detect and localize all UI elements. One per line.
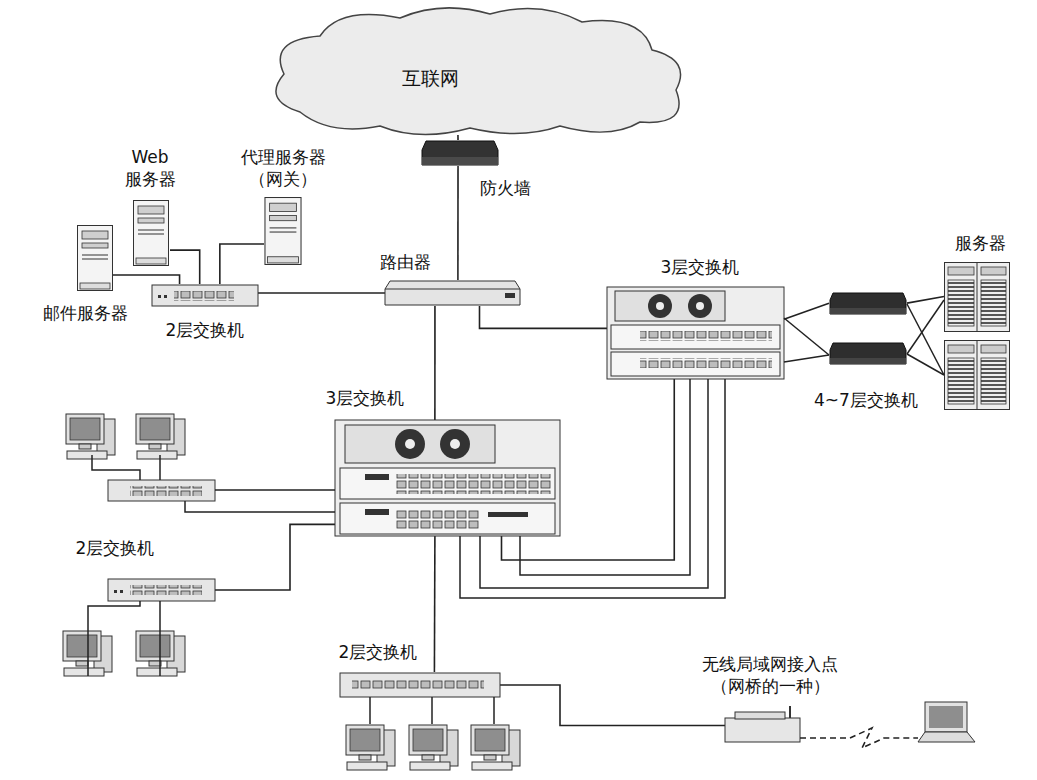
- node-label: 防火墙: [478, 177, 533, 199]
- l3-switch-icon: [335, 420, 560, 536]
- network-cable: [480, 306, 608, 328]
- network-cable: [220, 244, 264, 284]
- l4-7-switch-icon: [830, 343, 906, 364]
- network-node: 防火墙: [422, 140, 498, 166]
- l2-switch-icon: [340, 673, 500, 697]
- node-label: 3层交换机: [659, 256, 742, 278]
- node-label: 服务器: [953, 232, 1008, 254]
- network-cable: [784, 303, 829, 319]
- proxy-server-icon: [265, 198, 301, 265]
- server-icon: [945, 262, 1010, 332]
- pc-icon: [471, 725, 520, 770]
- network-node: 2层交换机: [152, 284, 258, 306]
- network-node: 4~7层交换机: [829, 291, 907, 367]
- mail-server-icon: [78, 226, 113, 291]
- node-label: 邮件服务器: [41, 302, 130, 324]
- web-server-icon: [134, 201, 169, 266]
- node-label: 4~7层交换机: [812, 389, 920, 411]
- l4-7-switch-icon: [830, 293, 906, 314]
- network-cable: [170, 250, 200, 284]
- network-cable: [258, 292, 385, 294]
- node-label: 2层交换机: [337, 641, 420, 663]
- node-label: Web 服务器: [117, 146, 183, 190]
- network-node: 3层交换机: [607, 287, 784, 379]
- pc-icon: [136, 414, 185, 459]
- network-node: 邮件服务器: [77, 224, 113, 292]
- internet-cloud: [276, 8, 681, 135]
- laptop-icon: [918, 702, 975, 742]
- network-cable: [113, 275, 180, 284]
- l2-switch-icon: [108, 579, 215, 601]
- network-node: 路由器: [385, 280, 520, 306]
- cable: [88, 300, 944, 724]
- network-node: Web 服务器: [132, 200, 170, 266]
- node-label: 代理服务器 （网关）: [229, 146, 337, 190]
- network-node: 2层交换机: [108, 578, 215, 602]
- network-cable: [457, 135, 459, 140]
- network-node: 服务器: [944, 262, 1010, 412]
- node-label: 2层交换机: [164, 319, 247, 341]
- network-cable: [907, 297, 944, 304]
- firewall-icon: [422, 141, 498, 165]
- access-point-icon: [725, 706, 800, 742]
- pc-icon: [346, 725, 395, 770]
- node-label: 无线局域网接入点 （网桥的一种）: [692, 653, 848, 697]
- l2-switch-icon: [152, 285, 258, 306]
- l3-switch-icon: [607, 287, 784, 379]
- network-node: 互联网: [265, 5, 690, 135]
- node-label: 2层交换机: [74, 537, 157, 559]
- network-node: 2层交换机: [340, 672, 500, 698]
- router-icon: [385, 281, 520, 305]
- network-cable: [457, 166, 459, 280]
- network-cable: [215, 524, 335, 590]
- l2-switch-icon: [108, 480, 215, 501]
- network-node: 代理服务器 （网关）: [264, 195, 302, 265]
- network-node: 3层交换机: [335, 420, 560, 536]
- pc-icon: [66, 414, 115, 459]
- network-cable: [434, 306, 436, 420]
- server-icon: [945, 340, 1010, 410]
- wireless-link: [800, 728, 918, 748]
- node-label: 互联网: [400, 66, 461, 91]
- node-label: 3层交换机: [324, 387, 407, 409]
- network-cable: [434, 536, 436, 672]
- pc-icon: [409, 725, 458, 770]
- network-node: 无线局域网接入点 （网桥的一种）: [725, 712, 800, 742]
- node-label: 路由器: [378, 251, 433, 273]
